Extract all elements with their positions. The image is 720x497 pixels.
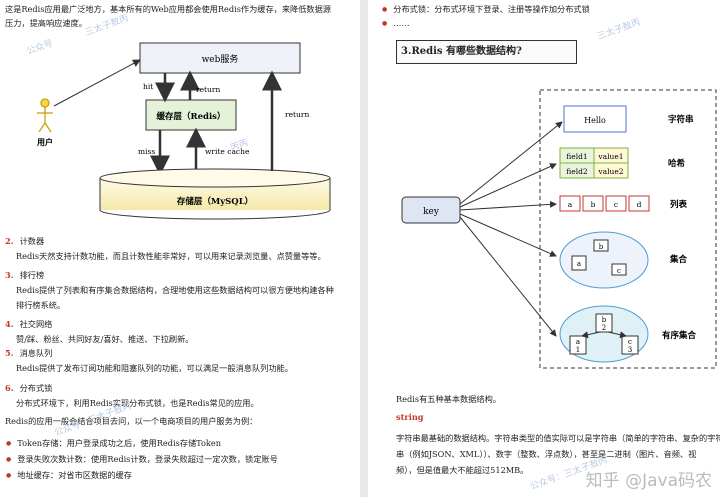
use-case-desc: 排行榜系统。	[16, 300, 66, 310]
five-types-line: Redis有五种基本数据结构。	[396, 394, 501, 404]
key-to-string-arrow	[459, 121, 563, 205]
svg-text:3: 3	[628, 346, 632, 354]
hit-label: hit	[143, 82, 153, 91]
zset-tree: b 2 a 1 c 3	[569, 313, 639, 355]
use-case-number: 2.	[5, 236, 14, 246]
use-case-desc: 赞/踩、粉丝、共同好友/喜好、推送、下拉刷新。	[16, 334, 194, 344]
svg-text:c: c	[617, 267, 621, 275]
bullet-token: Token存储：用户登录成功之后，使用Redis存储Token	[6, 436, 221, 452]
return-label-storage: return	[285, 110, 309, 119]
svg-text:d: d	[637, 200, 642, 209]
set-label: 集合	[669, 254, 688, 265]
string-para-line-3: 频），但是值最大不能超过512MB。	[396, 465, 529, 475]
user-label: 用户	[36, 137, 53, 147]
storage-label: 存储层（MySQL）	[176, 196, 253, 207]
use-case-title-text: 计数器	[19, 236, 45, 246]
cache-label: 缓存层（Redis）	[157, 111, 226, 122]
string-value-box	[563, 105, 627, 133]
set-items: b a c	[571, 239, 627, 276]
use-case-number: 6.	[5, 383, 14, 393]
zhihu-watermark: 知乎 @Java码农	[585, 471, 712, 491]
miss-label: miss	[138, 147, 155, 156]
key-label: key	[423, 207, 440, 217]
redis-data-structures-diagram: key Hello 字符串 field1 value1 field2 value…	[401, 89, 717, 369]
watermark: 三太子敖丙	[596, 17, 642, 43]
page-gutter	[360, 0, 368, 497]
svg-text:field1: field1	[566, 152, 587, 161]
return-label-cache: return	[196, 85, 220, 94]
zset-label: 有序集合	[662, 330, 697, 341]
key-to-list-arrow	[459, 200, 557, 211]
use-case-title: 4. 社交网络	[5, 317, 52, 331]
use-case-title-text: 排行榜	[19, 270, 45, 280]
svg-text:b: b	[599, 243, 604, 251]
list-cells: a b c d	[559, 195, 650, 212]
svg-text:a: a	[576, 338, 580, 346]
user-icon	[37, 98, 53, 133]
cache-architecture-diagram: web服务 用户 缓存层（Redis） hit return miss writ…	[36, 42, 331, 220]
svg-text:value1: value1	[597, 152, 623, 161]
list-label: 列表	[670, 199, 688, 210]
intro-line-1: 这是Redis应用最广泛地方，基本所有的Web应用都会使用Redis作为缓存，来…	[5, 4, 331, 14]
string-label: 字符串	[668, 114, 694, 125]
web-service-label: web服务	[202, 53, 239, 65]
svg-text:c: c	[628, 338, 632, 346]
use-case-desc: Redis提供了发布订阅功能和阻塞队列的功能，可以满足一般消息队列功能。	[16, 363, 293, 373]
string-para-line-2: 串（例如JSON、XML））、数字（整数、浮点数），甚至是二进制（图片、音频、视	[396, 449, 697, 459]
summary-line: Redis的应用一般会结合项目去问，以一个电商项目的用户服务为例：	[5, 416, 258, 426]
left-page: 这是Redis应用最广泛地方，基本所有的Web应用都会使用Redis作为缓存，来…	[0, 0, 360, 497]
hash-table: field1 value1 field2 value2	[559, 147, 629, 179]
use-case-title-text: 消息队列	[19, 348, 53, 358]
bullet-distributed-lock: 分布式锁：分布式环境下登录、注册等操作加分布式锁	[382, 2, 590, 18]
right-page: 分布式锁：分布式环境下登录、注册等操作加分布式锁 …… 3.Redis 有哪些数…	[368, 0, 720, 497]
diagram-frame	[539, 89, 717, 369]
key-to-set-arrow	[459, 213, 557, 257]
use-case-number: 5.	[5, 348, 14, 358]
svg-text:c: c	[614, 200, 618, 209]
use-case-title-text: 社交网络	[19, 319, 53, 329]
svg-text:field2: field2	[566, 167, 588, 176]
intro-line-2: 压力，提高响应速度。	[5, 18, 87, 28]
use-case-desc: 分布式环境下，利用Redis实现分布式锁，也是Redis常见的应用。	[16, 398, 259, 408]
string-para-line-1: 字符串最基础的数据结构。字符串类型的值实际可以是字符串（简单的字符串、复杂的字符	[396, 433, 720, 443]
web-service-box	[139, 42, 301, 74]
string-value: Hello	[584, 116, 606, 125]
svg-text:value2: value2	[597, 167, 623, 176]
use-case-number: 3.	[5, 270, 14, 280]
string-section-title: string	[396, 412, 424, 422]
section-heading: 3.Redis 有哪些数据结构?	[396, 40, 577, 64]
use-case-title: 3. 排行榜	[5, 268, 44, 282]
svg-text:1: 1	[576, 346, 580, 354]
use-case-title: 5. 消息队列	[5, 346, 52, 360]
svg-text:b: b	[602, 316, 607, 324]
use-case-desc: Redis提供了列表和有序集合数据结构，合理地使用这些数据结构可以很方便地构建各…	[16, 285, 334, 295]
hash-label: 哈希	[668, 158, 686, 169]
key-to-hash-arrow	[459, 163, 557, 208]
svg-text:b: b	[591, 200, 596, 209]
use-case-number: 4.	[5, 319, 14, 329]
use-case-title-text: 分布式锁	[19, 383, 53, 393]
bullet-ellipsis: ……	[382, 16, 409, 32]
use-case-title: 2. 计数器	[5, 234, 44, 248]
bullet-address-cache: 地址缓存：对省市区数据的缓存	[6, 468, 132, 484]
user-to-web-arrow	[53, 59, 141, 107]
svg-text:a: a	[568, 200, 573, 209]
svg-text:a: a	[577, 260, 581, 268]
use-case-desc: Redis天然支持计数功能，而且计数性能非常好，可以用来记录浏览量、点赞量等等。	[16, 251, 326, 261]
write-cache-label: write cache	[205, 147, 250, 156]
key-to-zset-arrow	[459, 216, 557, 337]
bullet-login-count: 登录失败次数计数：使用Redis计数，登录失败超过一定次数，锁定账号	[6, 452, 278, 468]
svg-text:2: 2	[602, 324, 606, 332]
use-case-title: 6. 分布式锁	[5, 381, 52, 395]
storage-cylinder-top	[99, 168, 331, 188]
